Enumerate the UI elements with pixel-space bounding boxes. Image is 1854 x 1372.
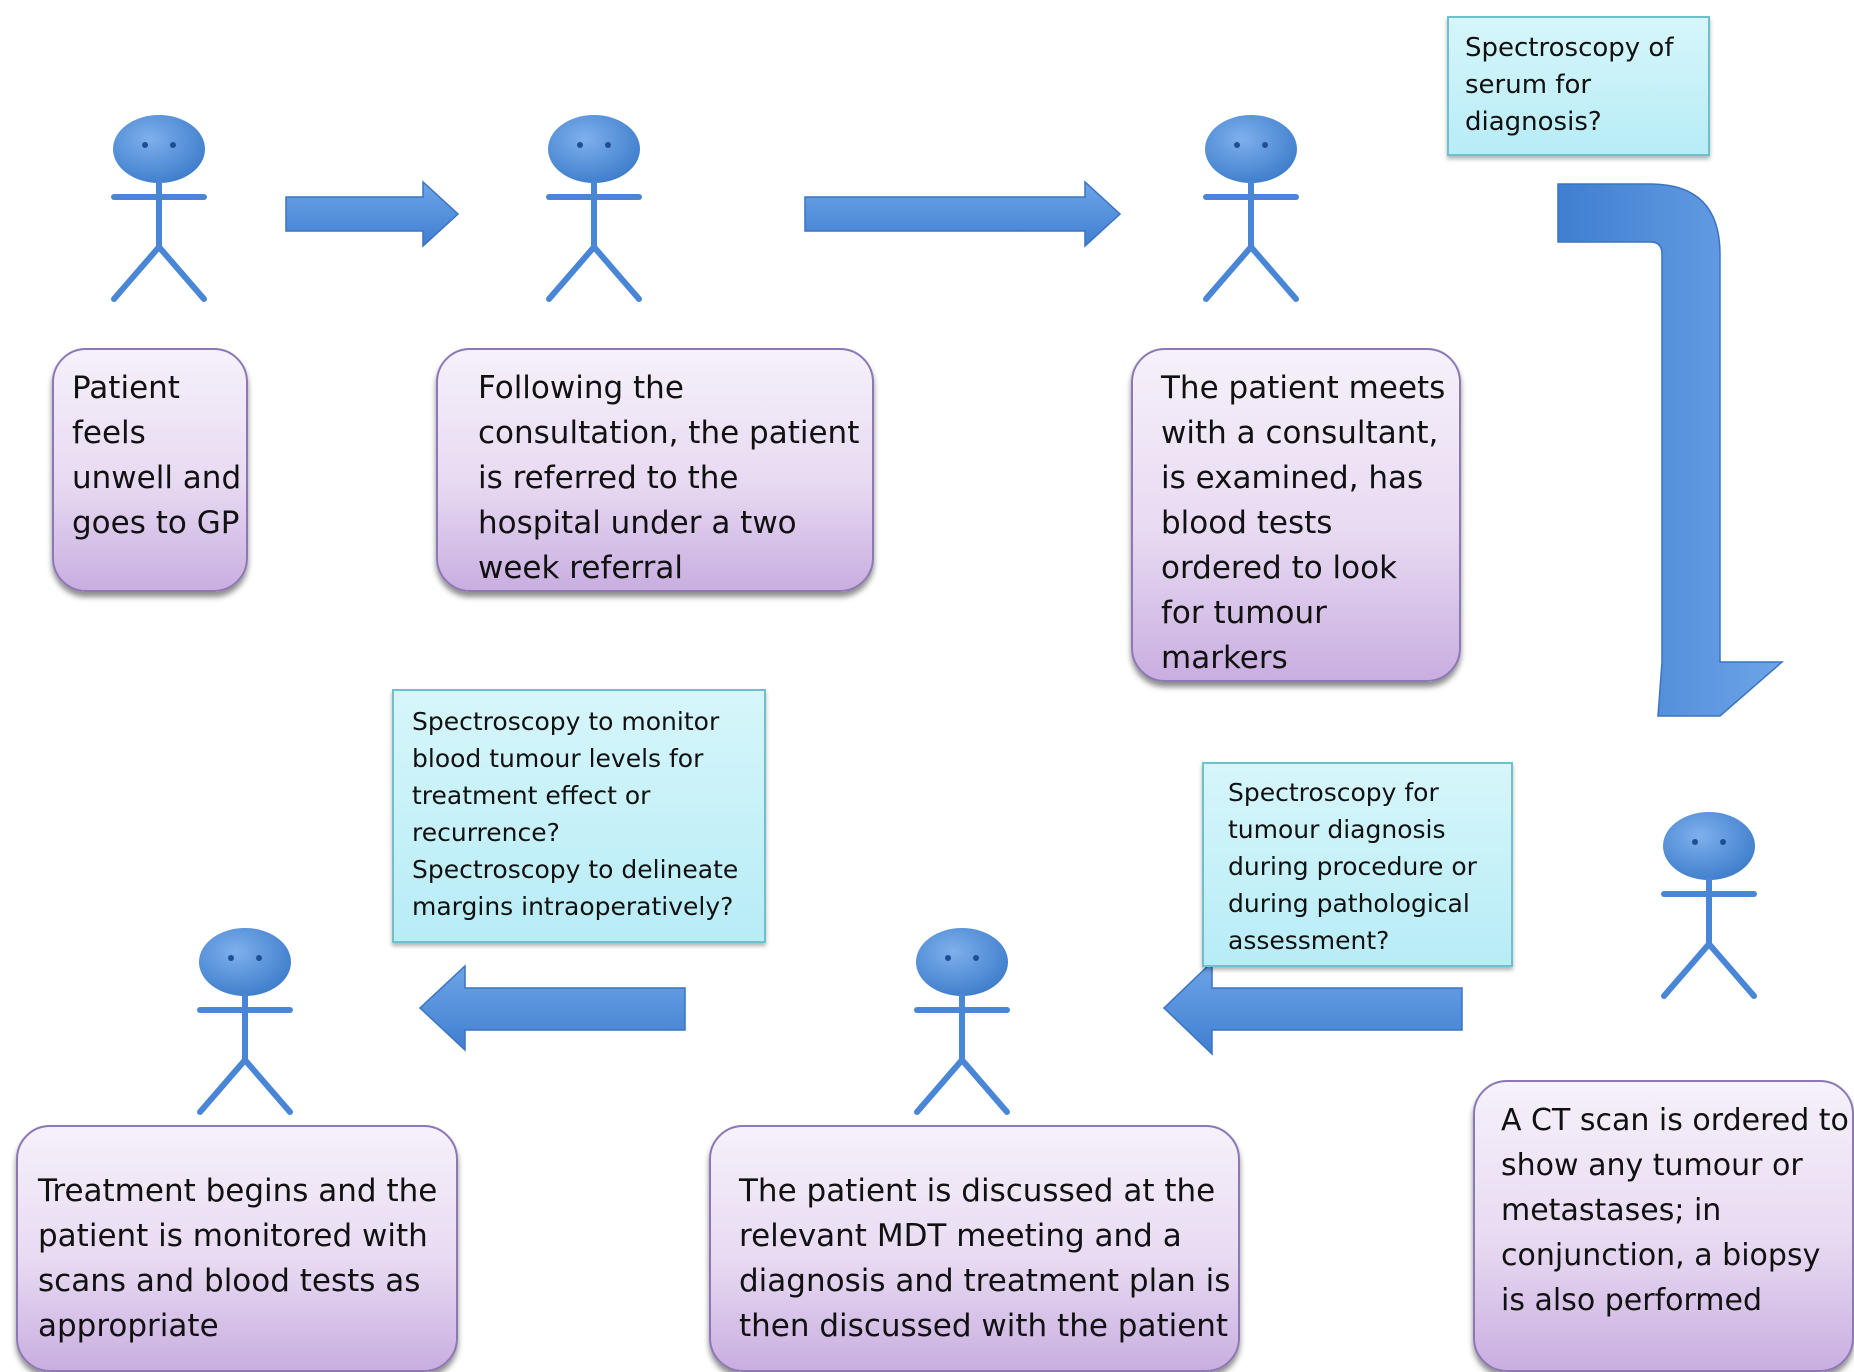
arrow-bend-down-icon — [1557, 183, 1785, 717]
patient-figure-ct-scan — [1663, 812, 1755, 996]
note-spectroscopy-monitor: Spectroscopy to monitor blood tumour lev… — [392, 689, 766, 943]
note-spectroscopy-serum: Spectroscopy of serum for diagnosis? — [1447, 16, 1710, 156]
arrow-left-icon — [1162, 960, 1463, 1056]
step-box-consultant: The patient meets with a consultant, is … — [1131, 348, 1461, 682]
step-box-gp: Patient feels unwell and goes to GP — [52, 348, 248, 592]
arrow-left-icon — [418, 964, 686, 1052]
step-box-treatment: Treatment begins and the patient is moni… — [16, 1125, 458, 1372]
step-box-mdt: The patient is discussed at the relevant… — [709, 1125, 1240, 1372]
patient-figure-gp — [113, 115, 205, 299]
patient-figure-consultant — [1205, 115, 1297, 299]
arrow-right-icon — [285, 180, 460, 248]
patient-figure-mdt — [916, 928, 1008, 1112]
note-spectroscopy-procedure: Spectroscopy for tumour diagnosis during… — [1202, 762, 1513, 967]
step-box-ct-scan: A CT scan is ordered to show any tumour … — [1473, 1080, 1854, 1372]
arrow-right-icon — [804, 180, 1122, 248]
patient-figure-treatment — [199, 928, 291, 1112]
patient-figure-referral — [548, 115, 640, 299]
step-box-referral: Following the consultation, the patient … — [436, 348, 874, 592]
